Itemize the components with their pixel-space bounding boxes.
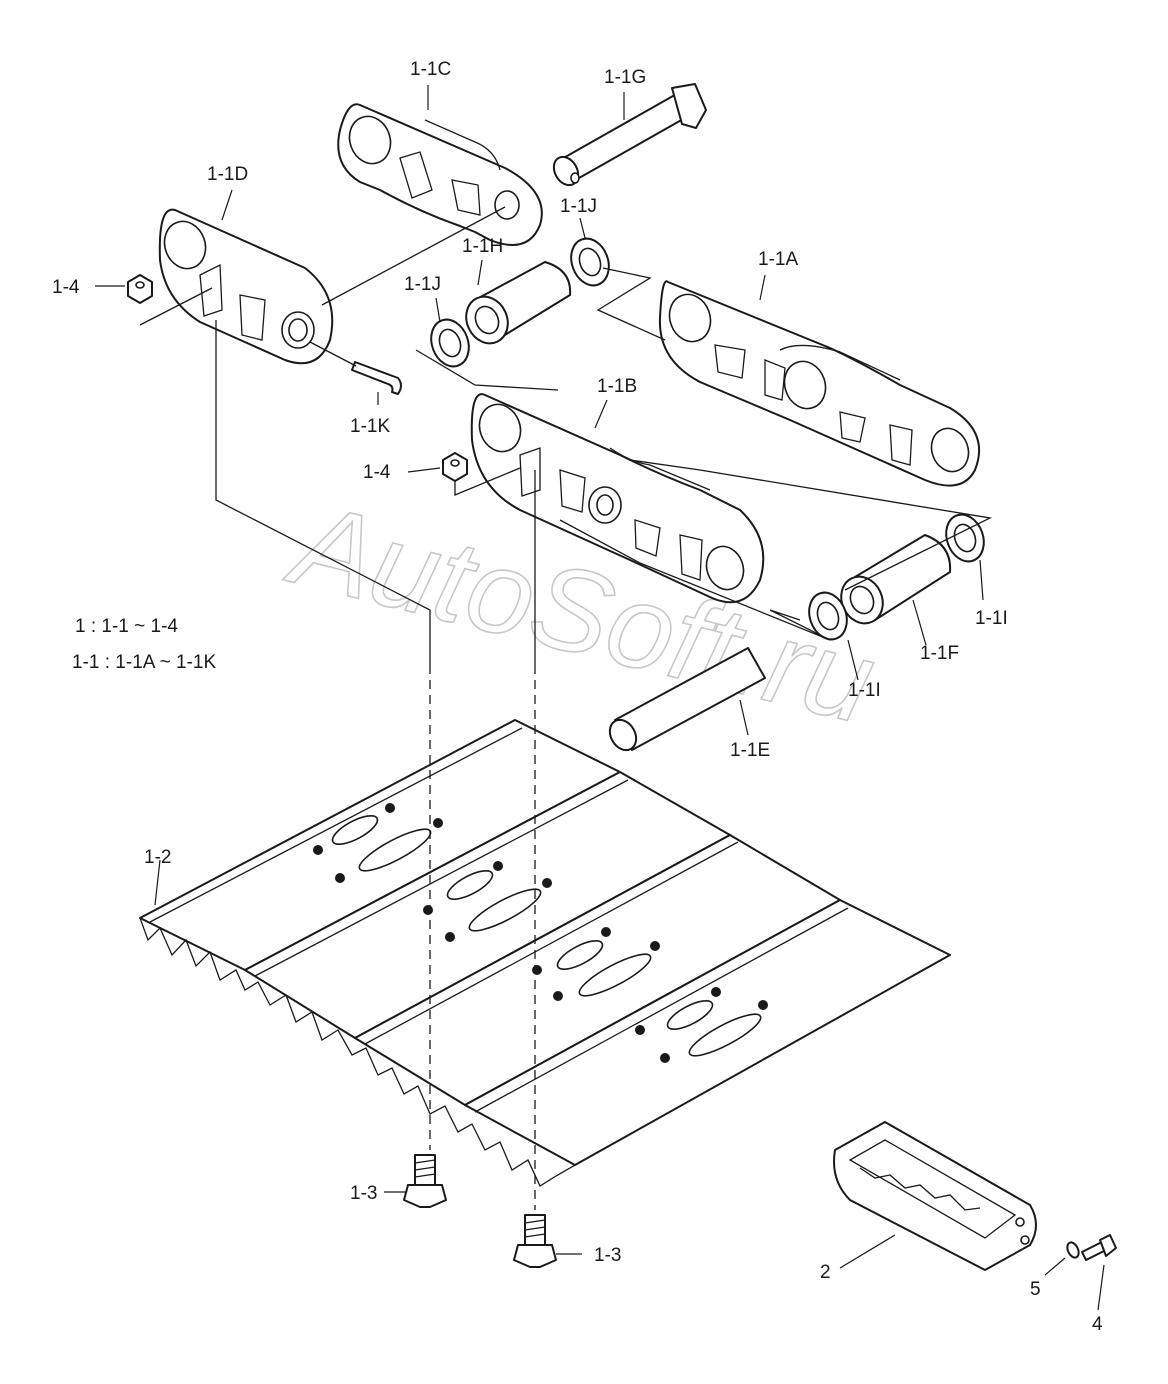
bolt-1-3-right [513,1214,557,1268]
label-1-1j-lower: 1-1J [404,274,441,295]
label-1-1i-left: 1-1I [848,680,881,701]
bolt-1-3-left [403,1154,447,1208]
label-1-1e: 1-1E [730,740,770,761]
nut-1-4-left [127,274,153,304]
label-2: 2 [820,1262,831,1283]
seal-1-1i-left [808,591,848,641]
link-1-1b [470,393,765,604]
label-4: 4 [1092,1314,1103,1335]
cotter-pin-1-1k [351,361,402,395]
label-1-1i-right: 1-1I [975,608,1008,629]
label-1-4-center: 1-4 [363,462,391,483]
legend-line-1: 1 : 1-1 ~ 1-4 [75,616,178,637]
seal-1-1j-lower [430,318,470,368]
label-1-1b: 1-1B [597,376,637,397]
label-1-1k: 1-1K [350,416,390,437]
step-2 [833,1121,1037,1271]
legend-line-2: 1-1 : 1-1A ~ 1-1K [72,652,216,673]
track-shoe-plates-1-2 [139,719,951,1187]
label-1-1a: 1-1A [758,249,798,270]
bolt-4 [1081,1234,1117,1261]
label-1-4-left: 1-4 [52,277,80,298]
pin-1-1e [608,647,766,752]
label-1-1f: 1-1F [920,643,959,664]
seal-1-1j-upper [570,237,610,287]
label-1-1g: 1-1G [604,67,646,88]
label-1-1h: 1-1H [462,236,503,257]
pin-1-1g [552,83,707,187]
label-1-3-right: 1-3 [594,1245,621,1266]
leader-lines [95,85,1105,1311]
link-1-1d [158,208,334,365]
link-1-1a [658,280,980,487]
bushing-1-1f [840,534,952,625]
label-1-1j-upper: 1-1J [560,196,597,217]
bushing-1-1h [465,261,572,345]
nut-1-4-center [442,452,468,482]
label-1-1c: 1-1C [410,59,451,80]
label-1-1d: 1-1D [207,164,248,185]
label-5: 5 [1030,1279,1041,1300]
washer-5 [1066,1241,1080,1259]
label-1-2: 1-2 [144,847,171,868]
link-1-1c [337,103,543,246]
label-1-3-left: 1-3 [350,1183,377,1204]
